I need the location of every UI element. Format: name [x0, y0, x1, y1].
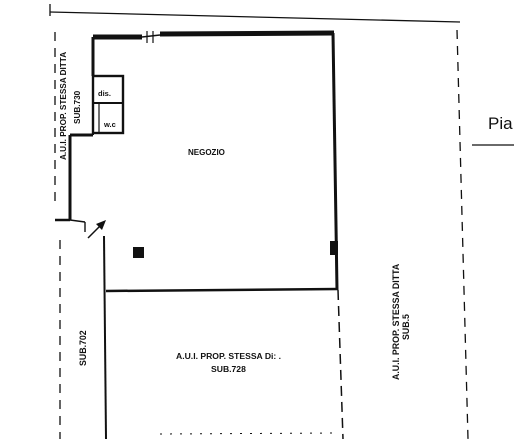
right-aui-label-group: A.U.I. PROP. STESSA DITTA [391, 263, 401, 380]
bottom-sub-label: SUB.728 [211, 364, 246, 374]
corridor-left-wall [103, 235, 107, 439]
dis-room-label: dis. [98, 89, 111, 98]
shop-top-wall-right [159, 30, 335, 37]
sub702-label-group: SUB.702 [78, 330, 88, 366]
left-aui-label-group: A.U.I. PROP. STESSA DITTA [59, 52, 68, 160]
shop-top-wall-thin [141, 34, 161, 38]
right-sub-label: SUB.5 [401, 314, 411, 340]
left-sub-label: SUB.730 [73, 90, 82, 124]
right-unit-dashed-boundary [337, 289, 344, 439]
top-boundary-line [49, 11, 461, 23]
shop-bottom-wall [105, 287, 339, 293]
entrance-wall-left [69, 219, 86, 223]
negozio-room-label: NEGOZIO [188, 148, 225, 157]
right-sub-label-group: SUB.5 [401, 314, 411, 340]
bottom-dotted-line [159, 432, 341, 435]
sub702-label: SUB.702 [78, 330, 88, 366]
right-dashed-boundary [456, 29, 469, 439]
right-wall-pillar [330, 241, 338, 255]
wc-room-label: w.c [103, 120, 116, 129]
shop-pillar [133, 247, 144, 258]
right-aui-label: A.U.I. PROP. STESSA DITTA [391, 263, 401, 380]
left-sub-label-group: SUB.730 [73, 90, 82, 124]
bottom-aui-label: A.U.I. PROP. STESSA Di: . [176, 351, 281, 361]
service-block-outline [91, 74, 125, 135]
entrance-arrow-head [96, 220, 106, 230]
left-aui-label: A.U.I. PROP. STESSA DITTA [59, 52, 68, 160]
pia-label: Pia [488, 114, 513, 133]
